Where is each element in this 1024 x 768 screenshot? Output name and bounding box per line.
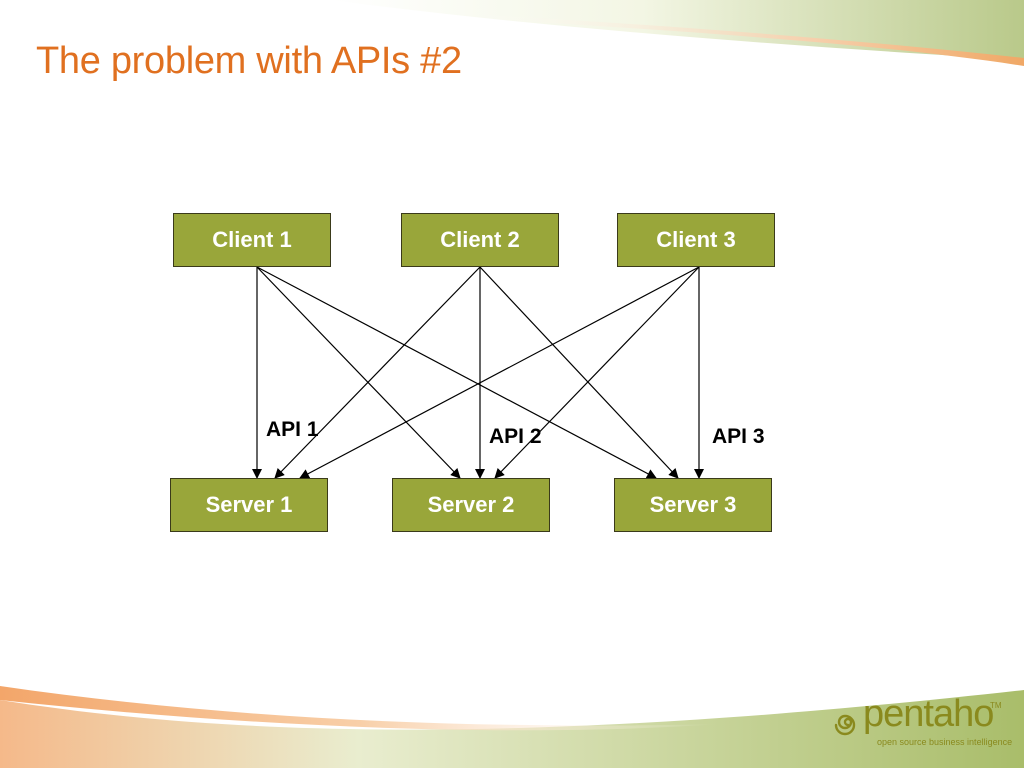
edge-client1-server2: [256, 266, 461, 479]
server-3-box: Server 3: [614, 478, 772, 532]
api-1-label: API 1: [266, 418, 319, 441]
server-1-box: Server 1: [170, 478, 328, 532]
api-2-label: API 2: [489, 425, 542, 448]
logo-wordmark: pentaho: [863, 693, 994, 735]
client-2-box: Client 2: [401, 213, 559, 267]
server-2-box: Server 2: [392, 478, 550, 532]
client-1-box: Client 1: [173, 213, 331, 267]
edge-client3-server1: [299, 266, 700, 479]
slide-title: The problem with APIs #2: [36, 40, 462, 82]
edge-client1-server3: [256, 266, 657, 479]
spiral-icon: [834, 714, 856, 736]
api-3-label: API 3: [712, 425, 765, 448]
logo-tagline: open source business intelligence: [877, 737, 1013, 747]
logo-trademark: TM: [990, 701, 1002, 710]
edge-client2-server1: [274, 266, 481, 479]
pentaho-logo: pentaho TM open source business intellig…: [833, 693, 1013, 757]
edge-client3-server2: [494, 266, 700, 479]
edge-client2-server3: [479, 266, 679, 479]
client-3-box: Client 3: [617, 213, 775, 267]
